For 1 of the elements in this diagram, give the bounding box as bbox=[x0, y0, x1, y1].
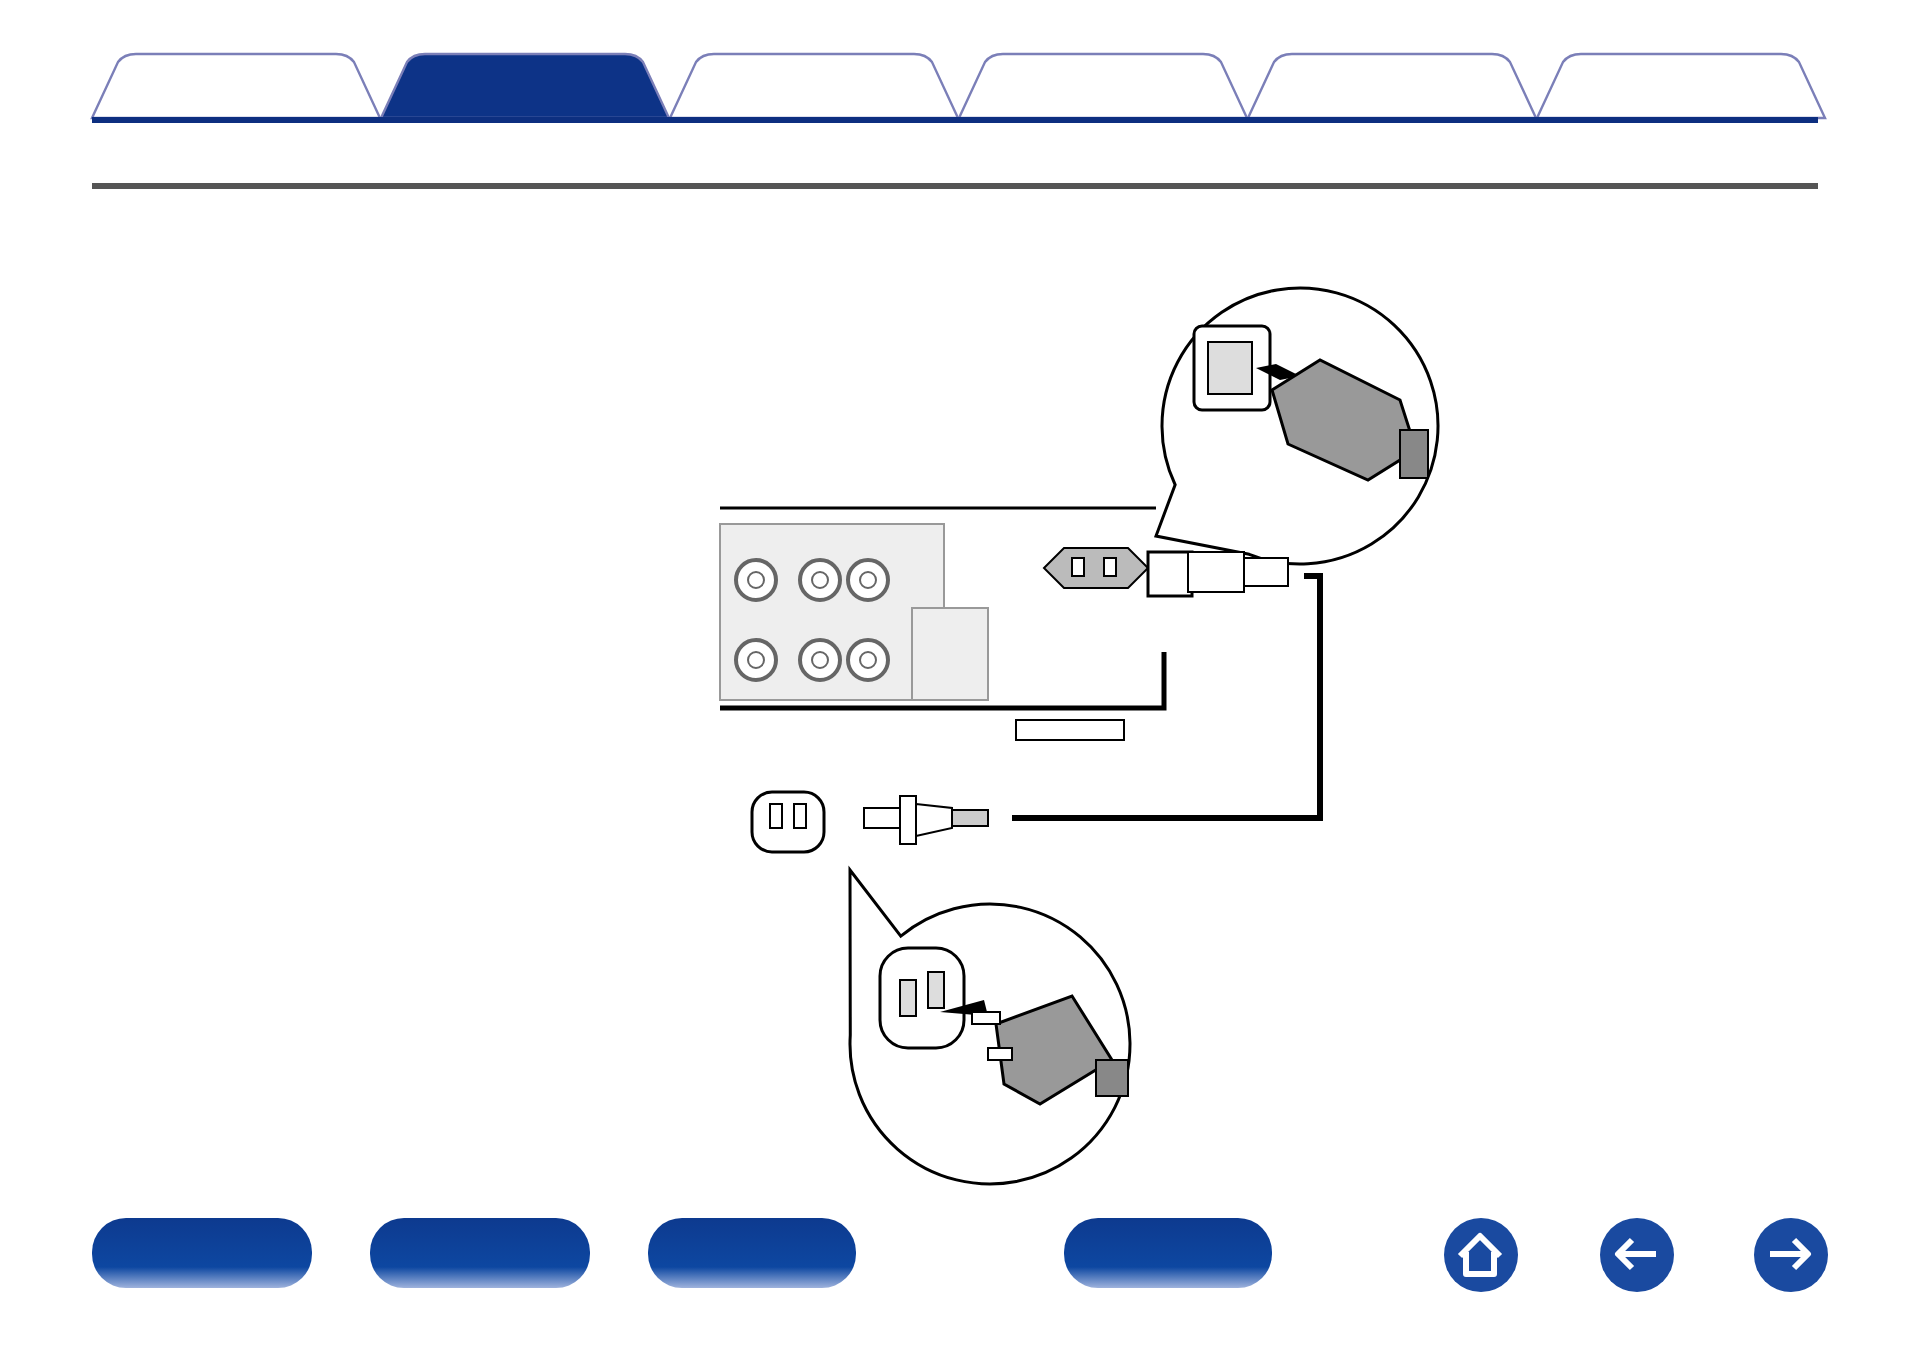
power-cord bbox=[1012, 573, 1323, 821]
